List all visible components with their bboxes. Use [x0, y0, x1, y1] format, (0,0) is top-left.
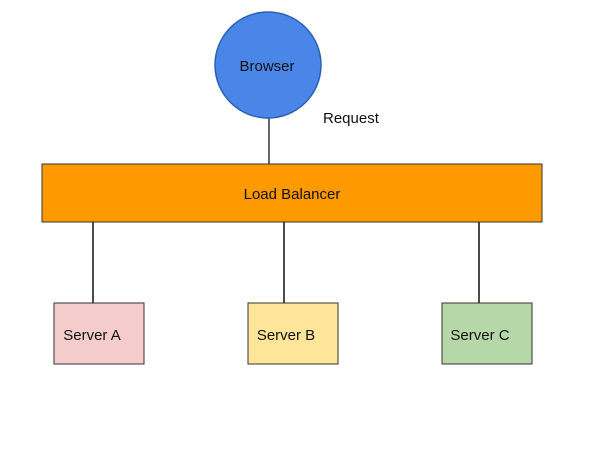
browser-label: Browser [239, 58, 294, 75]
server-c-node: Server C [441, 302, 533, 365]
server-c-label: Server C [450, 327, 509, 344]
server-a-node: Server A [53, 302, 145, 365]
load-balancer-label: Load Balancer [244, 186, 341, 203]
server-b-node: Server B [247, 302, 339, 365]
server-b-box [247, 302, 339, 365]
request-label: Request [323, 110, 380, 127]
browser-circle [214, 11, 322, 119]
server-b-label: Server B [257, 327, 315, 344]
load-balancer-node: Load Balancer [41, 163, 543, 223]
server-c-box [441, 302, 533, 365]
server-a-label: Server A [63, 327, 121, 344]
browser-node: Browser [214, 11, 322, 119]
server-a-box [53, 302, 145, 365]
load-balancer-box [41, 163, 543, 223]
